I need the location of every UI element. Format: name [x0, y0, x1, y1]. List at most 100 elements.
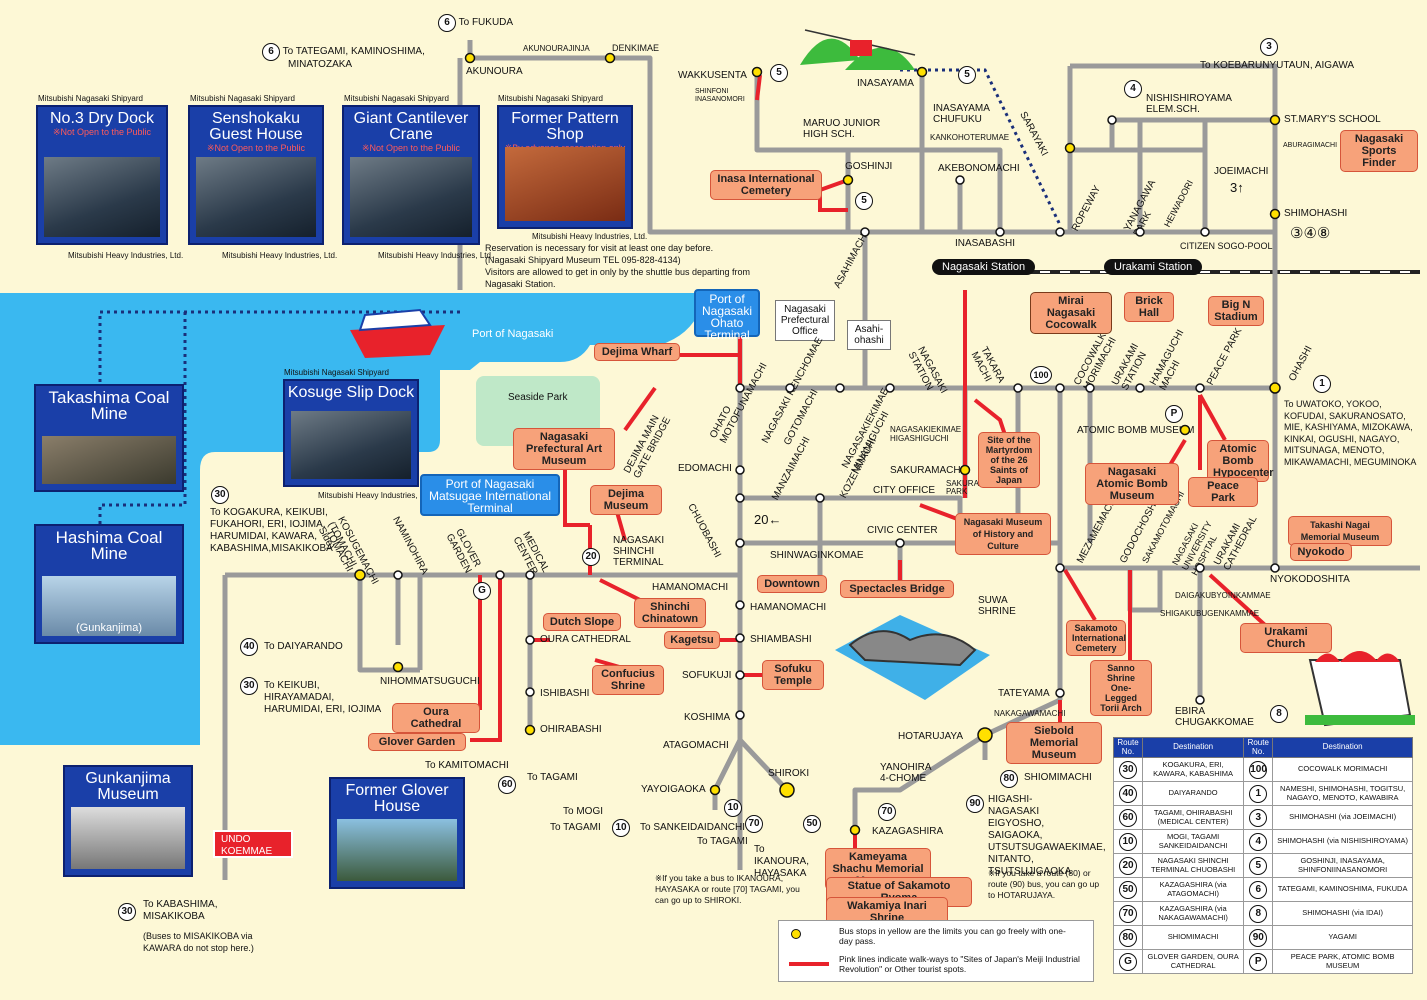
stop-sakuramachi-park[interactable]: SAKURAMACHI PARK [946, 479, 1005, 496]
spot-siebold-museum[interactable]: Siebold Memorial Museum [1006, 722, 1102, 764]
stop-oura-cathedral[interactable]: OURA CATHEDRAL [540, 634, 631, 645]
stop-ebira[interactable]: EBIRA CHUGAKKOMAE [1175, 706, 1254, 728]
card-photo [505, 147, 625, 221]
spot-sakamoto-cemetery[interactable]: Sakamoto International Cemetery [1066, 620, 1126, 656]
card-pattern-shop[interactable]: Former Pattern Shop ※By advance reservat… [497, 105, 633, 229]
stop-ohirabashi[interactable]: OHIRABASHI [540, 724, 602, 735]
stop-shinchi-terminal[interactable]: NAGASAKI SHINCHI TERMINAL [613, 535, 665, 568]
route-icon: 80 [1119, 928, 1137, 947]
spot-oura-cathedral[interactable]: Oura Cathedral [392, 703, 480, 733]
stop-undo-koemmae[interactable]: UNDO KOEMMAE [213, 830, 293, 858]
stop-denkimae[interactable]: DENKIMAE [612, 43, 660, 53]
stop-akebonomachi[interactable]: AKEBONOMACHI [938, 163, 1020, 174]
spot-mirai-cocowalk[interactable]: Mirai Nagasaki Cocowalk [1030, 292, 1112, 334]
stop-atagomachi[interactable]: ATAGOMACHI [663, 740, 729, 751]
stop-kankohoterumae[interactable]: KANKOHOTERUMAE [930, 133, 1010, 142]
stop-nihommatsuguchi[interactable]: NIHOMMATSUGUCHI [380, 676, 480, 687]
stop-inasayama-chufuku[interactable]: INASAYAMA CHUFUKU [933, 103, 990, 125]
th-destination: Destination [1272, 737, 1413, 758]
card-crane[interactable]: Giant Cantilever Crane ※Not Open to the … [342, 105, 480, 245]
destination-cell: TATEGAMI, KAMINOSHIMA, FUKUDA [1272, 877, 1413, 902]
stop-city-office[interactable]: CITY OFFICE [873, 485, 936, 496]
stop-kazagashira[interactable]: KAZAGASHIRA [872, 826, 944, 837]
stop-atomic-bomb-museum[interactable]: ATOMIC BOMB MUSEUM [1077, 425, 1195, 436]
matsugae-terminal[interactable]: Port of Nagasaki Matsugae International … [420, 474, 560, 516]
stop-citizen[interactable]: CITIZEN SOGO-POOL [1180, 241, 1273, 251]
stop-wakkusenta[interactable]: WAKKUSENTA [678, 70, 747, 81]
stop-shiomimachi[interactable]: SHIOMIMACHI [1024, 772, 1092, 783]
stop-shinfoni[interactable]: SHINFONI INASANOMORI [695, 88, 745, 103]
stop-shimohashi[interactable]: SHIMOHASHI [1284, 208, 1348, 219]
spot-martyrdom-site[interactable]: Site of the Martyrdom of the 26 Saints o… [978, 432, 1040, 488]
stop-shinwaginkomae[interactable]: SHINWAGINKOMAE [770, 550, 864, 561]
stop-hamanomachi-2[interactable]: HAMANOMACHI [750, 602, 827, 613]
card-senshokaku[interactable]: Senshokaku Guest House ※Not Open to the … [188, 105, 324, 245]
spot-peace-park[interactable]: Peace Park [1188, 477, 1258, 507]
stop-joeimachi[interactable]: JOEIMACHI [1214, 166, 1269, 177]
spot-inasa-cemetery[interactable]: Inasa International Cemetery [710, 170, 822, 200]
stop-inasayama[interactable]: INASAYAMA [857, 78, 914, 89]
spot-sanno-shrine[interactable]: Sanno Shrine One-Legged Torii Arch [1090, 660, 1152, 716]
card-takashima[interactable]: Takashima Coal Mine [34, 384, 184, 492]
spot-nyokodo[interactable]: Nyokodo [1290, 543, 1352, 561]
stop-maruo[interactable]: MARUO JUNIOR HIGH SCH. [803, 118, 881, 140]
card-dry-dock[interactable]: No.3 Dry Dock ※Not Open to the Public [36, 105, 168, 245]
spot-big-n-stadium[interactable]: Big N Stadium [1208, 296, 1264, 326]
spot-sofuku-temple[interactable]: Sofuku Temple [762, 660, 824, 690]
spot-nagai-museum[interactable]: Takashi Nagai Memorial Museum [1288, 516, 1392, 546]
stop-shiroki[interactable]: SHIROKI [768, 768, 810, 779]
spot-history-museum[interactable]: Nagasaki Museum of History and Culture [955, 513, 1051, 555]
stop-daigakubyoin[interactable]: DAIGAKUBYOINKAMMAE [1175, 591, 1271, 600]
stop-higashiguchi[interactable]: NAGASAKIEKIMAE HIGASHIGUCHI [890, 425, 962, 443]
spot-shinchi-chinatown[interactable]: Shinchi Chinatown [634, 598, 706, 628]
stop-inasabashi[interactable]: INASABASHI [955, 238, 1016, 249]
stop-edomachi[interactable]: EDOMACHI [678, 463, 732, 474]
spot-dutch-slope[interactable]: Dutch Slope [543, 613, 621, 631]
stop-yayoigaoka[interactable]: YAYOIGAOKA [641, 784, 706, 795]
route-icon: 4 [1249, 832, 1268, 851]
stop-nishishiroyama[interactable]: NISHISHIROYAMA ELEM.SCH. [1146, 93, 1232, 115]
card-photo [350, 157, 472, 237]
card-glover-house[interactable]: Former Glover House [329, 777, 465, 889]
stop-akunoura[interactable]: AKUNOURA [466, 66, 523, 77]
stop-aburagimachi[interactable]: ABURAGIMACHI [1283, 142, 1338, 149]
spot-hypocenter[interactable]: Atomic Bomb Hypocenter [1207, 440, 1274, 482]
spot-urakami-church[interactable]: Urakami Church [1240, 623, 1332, 653]
stop-nyokodoshita[interactable]: NYOKODOSHITA [1270, 574, 1350, 585]
stop-goshinji[interactable]: GOSHINJI [845, 161, 893, 172]
spot-dejima-museum[interactable]: Dejima Museum [590, 485, 662, 515]
asahi-ohashi: Asahi-ohashi [847, 320, 891, 350]
stop-nakagawamachi[interactable]: NAKAGAWAMACHI [994, 709, 1066, 718]
stop-koshima[interactable]: KOSHIMA [684, 712, 731, 723]
spot-downtown[interactable]: Downtown [757, 575, 827, 593]
stop-tateyama[interactable]: TATEYAMA [998, 688, 1050, 699]
stop-hamanomachi[interactable]: HAMANOMACHI [652, 582, 729, 593]
spot-pref-art-museum[interactable]: Nagasaki Prefectural Art Museum [513, 428, 615, 470]
stop-shiambashi[interactable]: SHIAMBASHI [750, 634, 812, 645]
ohato-terminal[interactable]: Port of Nagasaki Ohato Terminal [694, 289, 760, 341]
nagasaki-station[interactable]: Nagasaki Station [932, 259, 1036, 275]
spot-atomic-bomb-museum[interactable]: Nagasaki Atomic Bomb Museum [1085, 463, 1179, 505]
spot-confucius-shrine[interactable]: Confucius Shrine [592, 665, 664, 695]
spot-glover-garden[interactable]: Glover Garden [368, 733, 466, 751]
route-6-icon: 6 [438, 14, 456, 32]
spot-sports-finder[interactable]: Nagasaki Sports Finder [1340, 130, 1418, 172]
urakami-station[interactable]: Urakami Station [1104, 259, 1203, 275]
stop-ishibashi[interactable]: ISHIBASHI [540, 688, 590, 699]
card-hashima[interactable]: Hashima Coal Mine (Gunkanjima) [34, 524, 184, 644]
spot-kagetsu[interactable]: Kagetsu [664, 631, 720, 649]
stop-suwa-shrine[interactable]: SUWA SHRINE [978, 595, 1016, 617]
spot-dejima-wharf[interactable]: Dejima Wharf [594, 343, 680, 361]
stop-sofukuji[interactable]: SOFUKUJI [682, 670, 732, 681]
stop-akunourajinja[interactable]: AKUNOURAJINJA [523, 44, 590, 53]
stop-stmarys[interactable]: ST.MARY'S SCHOOL [1284, 114, 1381, 125]
stop-hotarujaya[interactable]: HOTARUJAYA [898, 731, 964, 742]
stop-shigaku[interactable]: SHIGAKUBUGENKAMMAE [1160, 609, 1260, 618]
card-gunkanjima-museum[interactable]: Gunkanjima Museum [63, 765, 193, 877]
stop-sakuramachi[interactable]: SAKURAMACHI [890, 465, 964, 476]
spot-spectacles-bridge[interactable]: Spectacles Bridge [840, 580, 954, 598]
spot-brick-hall[interactable]: Brick Hall [1124, 292, 1174, 322]
stop-yanohira[interactable]: YANOHIRA 4-CHOME [880, 762, 931, 784]
card-kosuge[interactable]: Kosuge Slip Dock [283, 379, 419, 487]
stop-civic-center[interactable]: CIVIC CENTER [867, 525, 938, 536]
